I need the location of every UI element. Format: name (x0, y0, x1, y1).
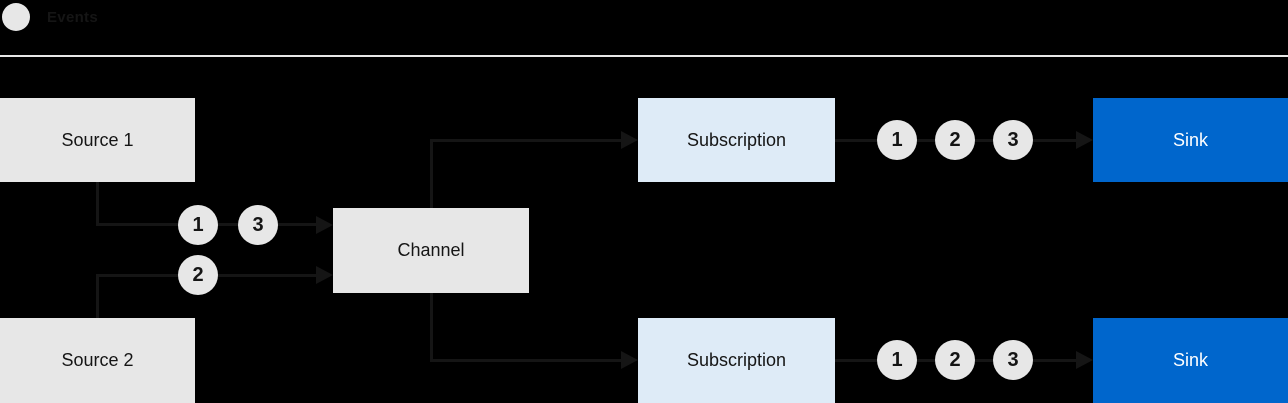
sink-top-node: Sink (1093, 98, 1288, 182)
channel-to-subscription-top-horizontal-line (430, 139, 621, 142)
subscription-bottom-node: Subscription (638, 318, 835, 403)
event-circle: 3 (238, 205, 278, 245)
source-1-node: Source 1 (0, 98, 195, 182)
channel-node: Channel (333, 208, 529, 293)
event-circle: 3 (993, 340, 1033, 380)
sink-top-label: Sink (1172, 129, 1208, 150)
event-circle: 1 (877, 340, 917, 380)
event-number: 3 (1007, 348, 1019, 371)
subscription-bottom-label: Subscription (686, 350, 787, 370)
source-1-label: Source 1 (61, 129, 134, 150)
event-number: 1 (192, 213, 204, 236)
channel-to-subscription-bottom-horizontal-line (430, 359, 621, 362)
source-2-node: Source 2 (0, 318, 195, 403)
arrowhead-into-channel-bottom-icon (316, 266, 333, 284)
sink-bottom-node: Sink (1093, 318, 1288, 403)
event-circle-icon (2, 3, 30, 31)
subscription-top-node: Subscription (638, 98, 835, 182)
event-circle: 1 (877, 120, 917, 160)
source-2-label: Source 2 (61, 350, 134, 370)
arrowhead-into-channel-top-icon (316, 216, 333, 234)
event-circle: 2 (935, 120, 975, 160)
arrowhead-into-subscription-bottom-icon (621, 351, 638, 369)
channel-label: Channel (397, 240, 465, 260)
event-circle: 3 (993, 120, 1033, 160)
event-number: 2 (949, 348, 961, 371)
event-number: 3 (1007, 128, 1019, 151)
event-circle: 1 (178, 205, 218, 245)
legend: Events (2, 3, 98, 31)
event-circle: 2 (935, 340, 975, 380)
source-1-connector-vertical-line (96, 182, 99, 226)
legend-label: Events (47, 8, 98, 26)
event-circle: 2 (178, 255, 218, 295)
channel-to-subscription-top-vertical-line (430, 140, 433, 208)
event-number: 2 (192, 263, 204, 286)
event-number: 1 (891, 128, 903, 151)
event-number: 1 (891, 348, 903, 371)
event-number: 2 (949, 128, 961, 151)
sink-bottom-label: Sink (1172, 350, 1208, 370)
source-2-connector-vertical-line (96, 276, 99, 318)
event-number: 3 (252, 213, 264, 236)
arrowhead-into-sink-top-icon (1076, 131, 1093, 149)
arrowhead-into-sink-bottom-icon (1076, 351, 1093, 369)
subscription-top-label: Subscription (686, 129, 787, 150)
channel-to-subscription-bottom-vertical-line (430, 293, 433, 361)
divider (0, 55, 1288, 57)
arrowhead-into-subscription-top-icon (621, 131, 638, 149)
